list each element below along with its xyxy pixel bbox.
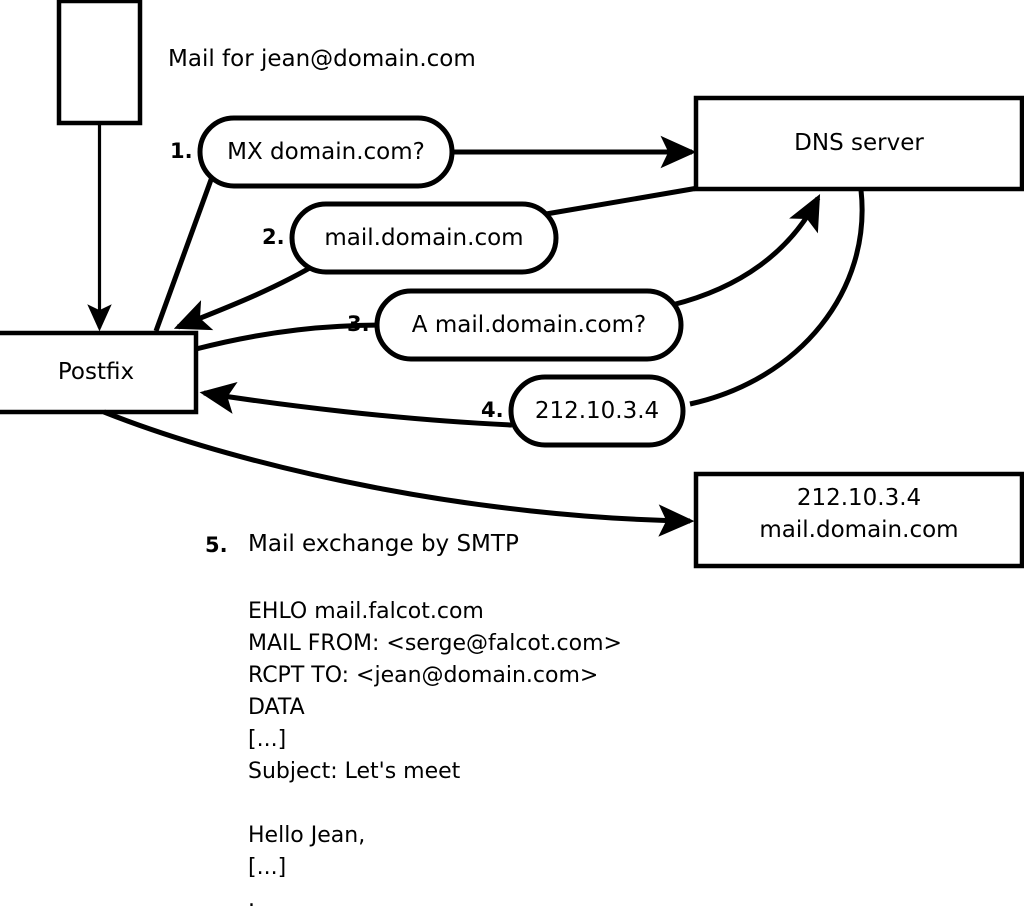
- step-number-2: 2.: [262, 225, 285, 249]
- step-number-4: 4.: [481, 398, 504, 422]
- mailserver-box-label-host: mail.domain.com: [759, 517, 959, 543]
- bubble-step1-label: MX domain.com?: [227, 139, 425, 165]
- connector-step4-from-dns: [689, 189, 865, 407]
- smtp-transcript-line: Hello Jean,: [248, 823, 366, 848]
- mailserver-box-shape: [693, 471, 1024, 569]
- bubble-step3-shape: [374, 288, 684, 362]
- connector-step4-to-postfix: [199, 381, 513, 428]
- smtp-transcript-line: .: [248, 887, 255, 912]
- connector-step1-tail: [153, 176, 215, 332]
- connector-step3-to-dns: [671, 194, 821, 308]
- bubble-step3-label: A mail.domain.com?: [411, 312, 647, 338]
- bubble-step2-shape: [289, 201, 559, 275]
- smtp-transcript-line: [...]: [248, 727, 287, 752]
- smtp-transcript-line: Subject: Let's meet: [248, 759, 461, 784]
- step-number-1: 1.: [170, 139, 193, 163]
- postfix-box-label: Postfix: [57, 359, 135, 385]
- smtp-transcript-line: EHLO mail.falcot.com: [248, 599, 484, 624]
- mailserver-box-label-ip: 212.10.3.4: [796, 485, 922, 511]
- smtp-transcript-line: [...]: [248, 855, 287, 880]
- connector-step2-from-dns: [545, 185, 699, 217]
- bubble-step2-label: mail.domain.com: [324, 225, 524, 251]
- step-number-5: 5.: [205, 533, 228, 557]
- bubble-step4-shape: [508, 374, 686, 448]
- connector-step3-tail: [195, 322, 387, 352]
- bubble-step1-shape: [197, 115, 455, 189]
- smtp-transcript-line: RCPT TO: <jean@domain.com>: [248, 663, 599, 688]
- step5-caption: Mail exchange by SMTP: [248, 531, 519, 557]
- mail-for-note: Mail for jean@domain.com: [168, 46, 476, 72]
- connector-step5-postfix-to-mailserver: [103, 409, 695, 537]
- connector-step2-to-postfix: [173, 259, 322, 331]
- dns-box-label: DNS server: [794, 130, 924, 156]
- bubble-step4-label: 212.10.3.4: [534, 398, 660, 424]
- smtp-transcript-line: [248, 788, 622, 820]
- client-box-shape: [56, 0, 143, 126]
- postfix-box-shape: [0, 330, 199, 415]
- dns-box-shape: [693, 95, 1024, 192]
- smtp-transcript-line: DATA: [248, 695, 305, 720]
- smtp-transcript-line: MAIL FROM: <serge@falcot.com>: [248, 631, 622, 656]
- step-number-3: 3.: [347, 312, 370, 336]
